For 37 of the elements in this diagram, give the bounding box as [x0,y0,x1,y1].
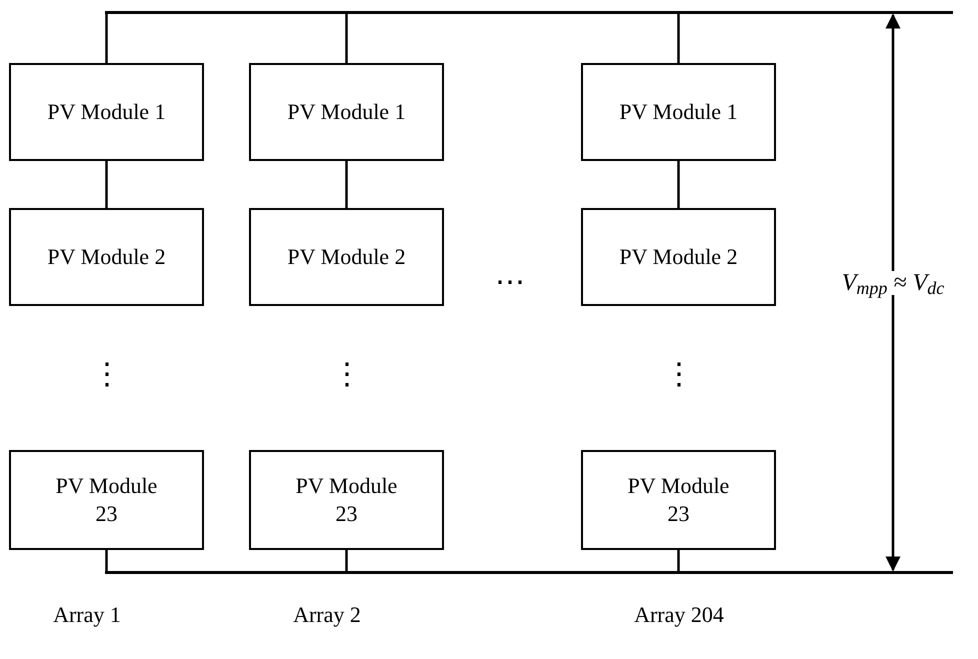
module-box [249,208,444,306]
module-label: PV Module 2 [619,243,738,271]
connector-line [677,550,680,571]
module-label: PV Module 1 [47,98,166,126]
module-box [581,63,776,161]
module-label: PV Module 23 [54,472,158,528]
array-label: Array 2 [292,604,362,626]
bus-line [105,571,953,574]
array-label: Array 1 [52,604,122,626]
connector-line [345,161,348,208]
connector-line [105,14,108,63]
connector-line [677,161,680,208]
connector-line [886,14,900,572]
connector-line [345,550,348,571]
module-box [581,208,776,306]
ellipsis-mark: ⋮ [663,360,695,390]
module-label: PV Module 2 [287,243,406,271]
module-box [9,63,204,161]
module-box [9,208,204,306]
module-box [581,450,776,550]
connector-line [105,161,108,208]
module-label: PV Module 23 [294,472,398,528]
bus-line [105,11,953,14]
array-label: Array 204 [633,604,725,626]
module-label: PV Module 1 [619,98,738,126]
ellipsis-mark: ⋮ [91,360,123,390]
module-box [249,450,444,550]
module-label: PV Module 1 [287,98,406,126]
connector-line [677,14,680,63]
module-label: PV Module 23 [626,472,730,528]
module-box [249,63,444,161]
ellipsis-mark: ⋮ [331,360,363,390]
connector-line [345,14,348,63]
module-label: PV Module 2 [47,243,166,271]
connector-line [105,550,108,571]
ellipsis-mark: ⋯ [494,268,526,298]
module-box [9,450,204,550]
